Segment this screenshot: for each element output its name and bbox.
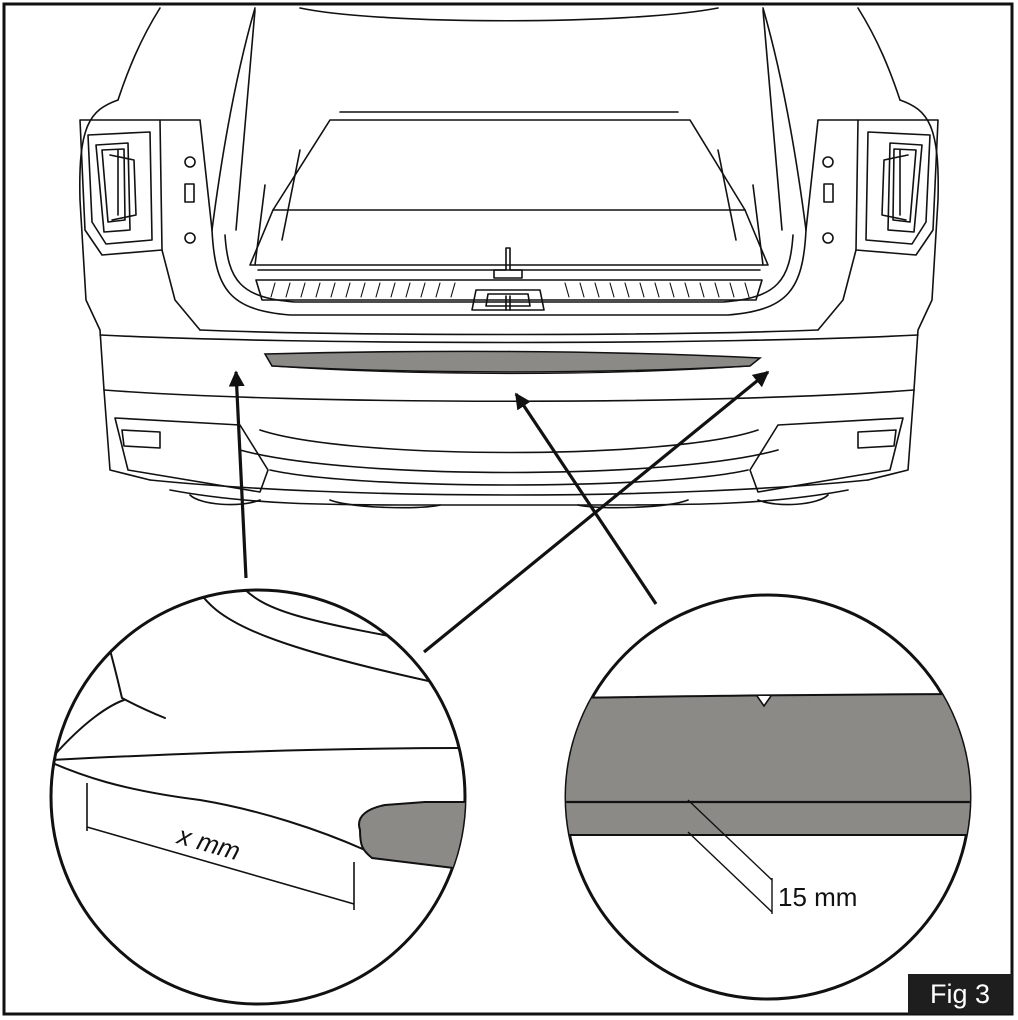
car-rear-illustration <box>78 7 940 509</box>
right-dimension-label: 15 mm <box>778 882 857 912</box>
bumper-protector <box>263 350 763 373</box>
arrow-left-end <box>228 370 248 579</box>
figure-label: Fig 3 <box>908 974 1012 1014</box>
protector-end-detail <box>358 801 465 872</box>
left-detail-view: x mm <box>49 588 467 1006</box>
pointer-arrows <box>228 370 770 654</box>
arrow-center <box>514 392 658 605</box>
right-detail-view: 15 mm <box>564 593 972 1001</box>
